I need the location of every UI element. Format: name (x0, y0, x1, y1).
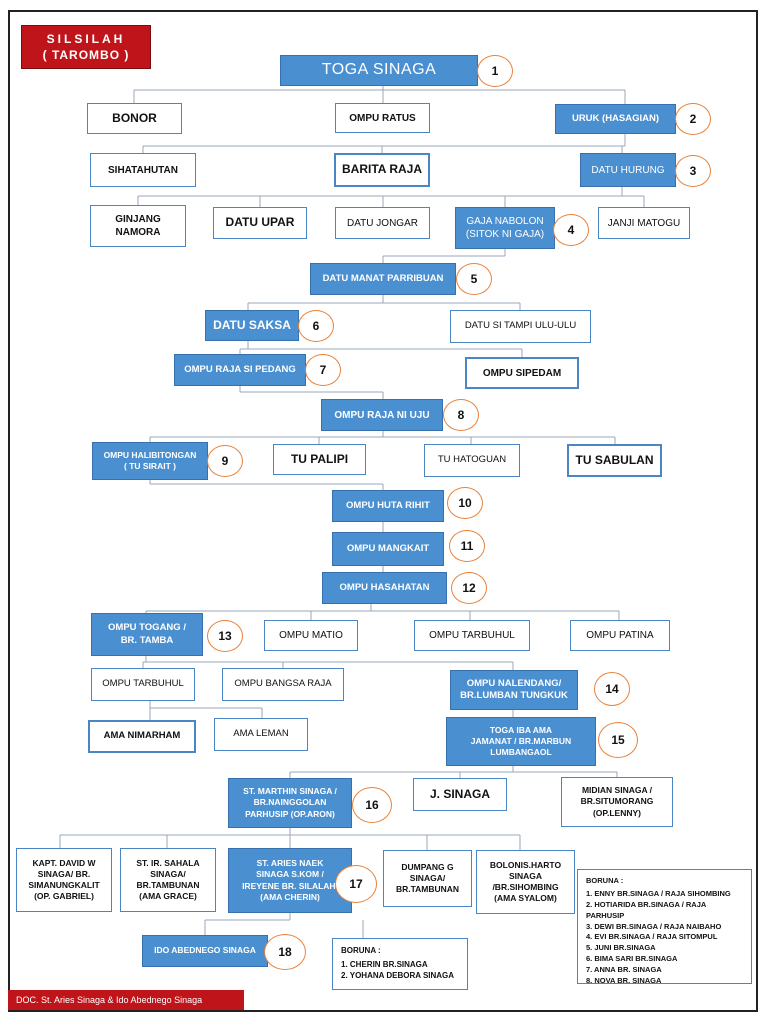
boruna-heading: BORUNA : (341, 946, 381, 955)
boruna-item: 8. NOVA BR. SINAGA (586, 975, 662, 985)
node-ompu-nalendang: OMPU NALENDANG/ BR.LUMBAN TUNGKUK (450, 670, 578, 710)
node-ompu-halibitongan: OMPU HALIBITONGAN ( TU SIRAIT ) (92, 442, 208, 480)
boruna-item: 2. HOTIARIDA BR.SINAGA / RAJA PARHUSIP (586, 899, 707, 920)
badge-15: 15 (598, 722, 638, 758)
badge-13: 13 (207, 620, 243, 652)
node-sihatahutan: SIHATAHUTAN (90, 153, 196, 187)
page-frame (8, 10, 758, 1012)
node-st-marthin-sinaga: ST. MARTHIN SINAGA / BR.NAINGGOLAN PARHU… (228, 778, 352, 828)
node-st-aries: ST. ARIES NAEK SINAGA S.KOM / IREYENE BR… (228, 848, 352, 913)
node-j-sinaga: J. SINAGA (413, 778, 507, 811)
badge-16: 16 (352, 787, 392, 823)
node-ama-leman: AMA LEMAN (214, 718, 308, 751)
badge-7: 7 (305, 354, 341, 386)
node-datu-manat-parribuan: DATU MANAT PARRIBUAN (310, 263, 456, 295)
node-toga-sinaga: TOGA SINAGA (280, 55, 478, 86)
badge-8: 8 (443, 399, 479, 431)
badge-18: 18 (264, 934, 306, 970)
node-ama-nimarham: AMA NIMARHAM (88, 720, 196, 753)
node-tu-hatoguan: TU HATOGUAN (424, 444, 520, 477)
node-ginjang-namora: GINJANG NAMORA (90, 205, 186, 247)
node-ompu-mangkait: OMPU MANGKAIT (332, 532, 444, 566)
boruna-item: 7. ANNA BR. SINAGA (586, 965, 662, 974)
title-banner: SILSILAH ( TAROMBO ) (21, 25, 151, 69)
node-tu-palipi: TU PALIPI (273, 444, 366, 475)
footer-credit: DOC. St. Aries Sinaga & Ido Abednego Sin… (8, 990, 244, 1010)
badge-11: 11 (449, 530, 485, 562)
boruna-heading: BORUNA : (586, 876, 624, 885)
badge-3: 3 (675, 155, 711, 187)
node-bolonis: BOLONIS.HARTO SINAGA /BR.SIHOMBING (AMA … (476, 850, 575, 914)
boruna-item: 1. ENNY BR.SINAGA / RAJA SIHOMBING (586, 888, 731, 898)
boruna-list-1: BORUNA : 1. ENNY BR.SINAGA / RAJA SIHOMB… (577, 869, 752, 985)
node-ompu-togang: OMPU TOGANG / BR. TAMBA (91, 613, 203, 656)
node-dumpang: DUMPANG G SINAGA/ BR.TAMBUNAN (383, 850, 472, 907)
boruna-item: 2. YOHANA DEBORA SINAGA (341, 971, 455, 981)
boruna-list-2: BORUNA : 1. CHERIN BR.SINAGA 2. YOHANA D… (332, 938, 468, 990)
node-barita-raja: BARITA RAJA (334, 153, 430, 187)
badge-14: 14 (594, 672, 630, 706)
node-ompu-raja-si-pedang: OMPU RAJA SI PEDANG (174, 354, 306, 386)
node-gaja-nabolon: GAJA NABOLON (SITOK NI GAJA) (455, 207, 555, 249)
badge-12: 12 (451, 572, 487, 604)
subtitle-line: ( TAROMBO ) (42, 48, 130, 62)
node-datu-saksa: DATU SAKSA (205, 310, 299, 341)
title-line: SILSILAH (46, 32, 126, 46)
node-ompu-tarbuhul-1: OMPU TARBUHUL (414, 620, 530, 651)
node-ompu-bangsa-raja: OMPU BANGSA RAJA (222, 668, 344, 701)
node-datu-upar: DATU UPAR (213, 207, 307, 239)
boruna-item: 1. CHERIN BR.SINAGA (341, 959, 428, 969)
badge-4: 4 (553, 214, 589, 246)
node-ompu-tarbuhul-2: OMPU TARBUHUL (91, 668, 195, 701)
node-bonor: BONOR (87, 103, 182, 134)
node-uruk: URUK (HASAGIAN) (555, 104, 676, 134)
node-ido-abednego: IDO ABEDNEGO SINAGA (142, 935, 268, 967)
node-datu-jongar: DATU JONGAR (335, 207, 430, 239)
node-kapt-david: KAPT. DAVID W SINAGA/ BR. SIMANUNGKALIT … (16, 848, 112, 912)
node-datu-hurung: DATU HURUNG (580, 153, 676, 187)
node-ompu-raja-ni-uju: OMPU RAJA NI UJU (321, 399, 443, 431)
boruna-item: 5. JUNI BR.SINAGA (586, 943, 656, 953)
badge-5: 5 (456, 263, 492, 295)
node-toga-iba: TOGA IBA AMA JAMANAT / BR.MARBUN LUMBANG… (446, 717, 596, 766)
node-ompu-patina: OMPU PATINA (570, 620, 670, 651)
node-st-ir-sahala: ST. IR. SAHALA SINAGA/ BR.TAMBUNAN (AMA … (120, 848, 216, 912)
node-ompu-sipedam: OMPU SIPEDAM (465, 357, 579, 389)
badge-1: 1 (477, 55, 513, 87)
badge-6: 6 (298, 310, 334, 342)
node-midian-sinaga: MIDIAN SINAGA / BR.SITUMORANG (OP.LENNY) (561, 777, 673, 827)
node-janji-matogu: JANJI MATOGU (598, 207, 690, 239)
node-ompu-hasahatan: OMPU HASAHATAN (322, 572, 447, 604)
boruna-item: 3. DEWI BR.SINAGA / RAJA NAIBAHO (586, 921, 722, 931)
badge-10: 10 (447, 487, 483, 519)
badge-17: 17 (335, 865, 377, 903)
badge-2: 2 (675, 103, 711, 135)
node-datu-si-tampi-ulu-ulu: DATU SI TAMPI ULU-ULU (450, 310, 591, 343)
node-ompu-matio: OMPU MATIO (264, 620, 358, 651)
badge-9: 9 (207, 445, 243, 477)
node-tu-sabulan: TU SABULAN (567, 444, 662, 477)
boruna-item: 4. EVI BR.SINAGA / RAJA SITOMPUL (586, 932, 718, 942)
node-ompu-ratus: OMPU RATUS (335, 103, 430, 133)
node-ompu-huta-rihit: OMPU HUTA RIHIT (332, 490, 444, 522)
boruna-item: 6. BIMA SARI BR.SINAGA (586, 954, 678, 964)
